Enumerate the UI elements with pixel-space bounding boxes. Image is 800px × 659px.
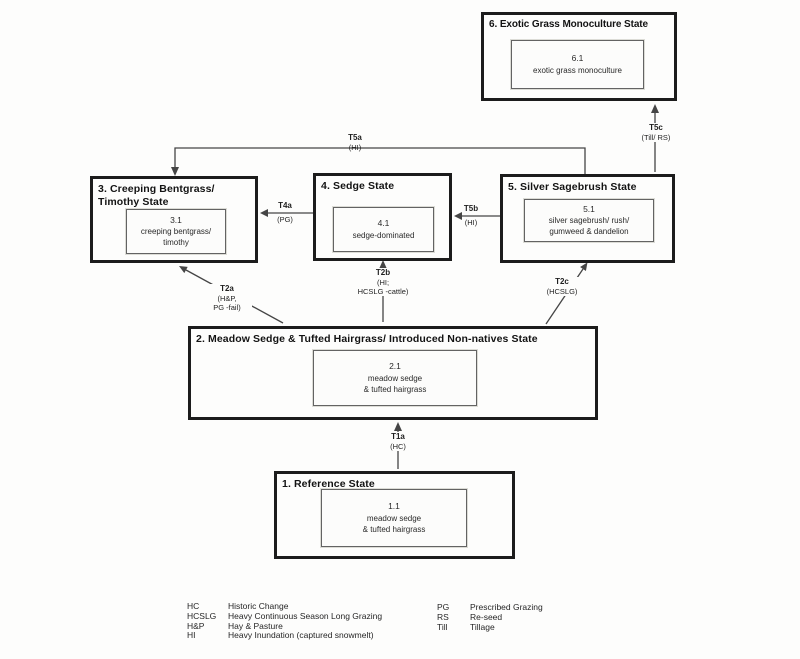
community-text: gumweed & dandelion [549,227,629,237]
transition-cause: (HCSLG) [546,287,578,296]
community-id: 5.1 [583,203,595,214]
transition-cause: (HI; [376,278,390,287]
transition-cause: (HI) [464,218,478,227]
transition-id: T4a [278,201,292,210]
state-title-6: 6. Exotic Grass Monoculture State [489,19,648,30]
community-text: sedge-dominated [352,230,415,240]
legend-item-rs: RS Re-seed [437,611,543,623]
transition-id: T5b [463,204,479,213]
community-text: silver sagebrush/ rush/ [548,216,630,226]
legend-left-column: HC Historic Change HCSLG Heavy Continuou… [187,601,383,641]
transition-cause: HCSLG -cattle) [357,287,409,296]
legend-item-hcslg: HCSLG Heavy Continuous Season Long Grazi… [187,610,383,622]
transition-label-t2a: T2a (H&P, PG -fail) [202,284,252,312]
community-text: exotic grass monoculture [533,65,622,75]
transition-arrow-t5a [171,147,586,176]
legend-abbr: PG [437,602,450,612]
legend-item-hc: HC Historic Change [187,601,382,612]
transition-cause: (Till/ RS) [641,133,671,142]
state-title-2: 2. Meadow Sedge & Tufted Hairgrass/ Intr… [196,333,538,345]
transition-id: T2b [375,268,391,277]
transition-cause: (HC) [390,442,406,451]
transition-id: T5c [649,123,663,132]
community-id: 4.1 [377,218,390,229]
community-text: timothy [163,238,189,248]
transition-label-t5a: T5a (HI) [332,133,378,152]
state-title-5: 5. Silver Sagebrush State [508,181,637,193]
community-id: 2.1 [389,361,401,372]
legend-abbr: Till [437,621,448,632]
legend-abbr: H&P [187,620,205,631]
state-title-1: 1. Reference State [282,478,375,490]
community-text: & tufted hairgrass [363,384,427,394]
legend-definition: Tillage [470,621,495,632]
legend-abbr: HCSLG [187,610,217,621]
community-box-2-1: 2.1 meadow sedge & tufted hairgrass [313,350,477,406]
transition-cause: (HI) [348,143,362,152]
transition-cause: (H&P, [217,294,237,303]
community-text: meadow sedge [367,373,423,383]
legend-definition: Prescribed Grazing [470,602,543,612]
transition-cause: PG -fail) [213,303,241,312]
state-box-3: 3. Creeping Bentgrass/ Timothy State [90,176,258,263]
legend-item-pg: PG Prescribed Grazing [437,602,543,613]
legend-definition: Hay & Pasture [228,620,283,631]
community-id: 3.1 [170,214,182,225]
community-id: 1.1 [388,501,400,512]
transition-id: T5a [348,133,362,142]
transition-label-t4a: T4a (PG) [263,201,307,224]
legend-item-till: Till Tillage [437,621,543,633]
transition-label-t1a: T1a (HC) [376,432,420,451]
transition-id: T1a [391,432,405,441]
legend-definition: Heavy Inundation (captured snowmelt) [228,630,374,641]
transition-label-t2b: T2b (HI; HCSLG -cattle) [349,268,417,296]
legend-definition: Historic Change [228,601,289,611]
transition-id: T2a [220,284,234,293]
legend-abbr: HC [187,601,200,611]
community-text: meadow sedge [366,513,422,523]
community-id: 6.1 [571,53,584,64]
community-box-3-1: 3.1 creeping bentgrass/ timothy [126,209,226,254]
community-box-1-1: 1.1 meadow sedge & tufted hairgrass [321,489,467,547]
legend-abbr: HI [187,630,196,641]
community-box-5-1: 5.1 silver sagebrush/ rush/ gumweed & da… [524,199,654,242]
transition-cause: (PG) [277,215,293,224]
state-title-4: 4. Sedge State [321,180,395,192]
legend-item-hi: HI Heavy Inundation (captured snowmelt) [187,631,382,641]
legend-right-column: PG Prescribed Grazing RS Re-seed Till Ti… [437,602,543,633]
legend-definition: Heavy Continuous Season Long Grazing [228,610,383,621]
legend-definition: Re-seed [470,611,503,622]
community-text: & tufted hairgrass [362,524,426,534]
transition-id: T2c [555,277,569,286]
state-title-3: 3. Creeping Bentgrass/ Timothy State [98,183,215,209]
community-box-6-1: 6.1 exotic grass monoculture [511,40,644,89]
transition-label-t5c: T5c (Till/ RS) [629,123,683,142]
legend-abbr: RS [437,611,449,622]
transition-label-t2c: T2c (HCSLG) [533,277,591,296]
legend-item-hp: H&P Hay & Pasture [187,620,382,632]
community-box-4-1: 4.1 sedge-dominated [333,207,434,252]
community-text: creeping bentgrass/ [140,227,212,237]
transition-label-t5b: T5b (HI) [449,204,493,227]
